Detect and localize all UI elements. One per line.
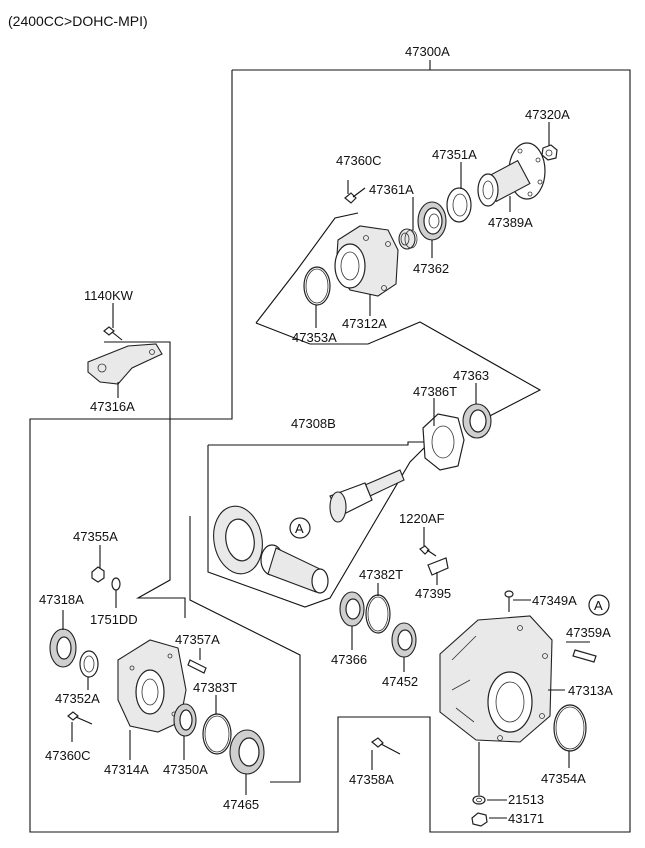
label-47357A: 47357A xyxy=(175,632,220,647)
label-47318A: 47318A xyxy=(39,592,84,607)
bearing-47465-icon xyxy=(229,729,265,775)
nut-47355A-icon xyxy=(91,566,105,583)
label-1751DD: 1751DD xyxy=(90,612,138,627)
seal-47363-icon xyxy=(462,403,492,439)
ring-1751DD-icon xyxy=(111,577,121,591)
label-47314A: 47314A xyxy=(104,762,149,777)
label-47312A: 47312A xyxy=(342,316,387,331)
label-47350A: 47350A xyxy=(163,762,208,777)
label-ref-a-2: A xyxy=(594,598,603,613)
pin-47359A-icon xyxy=(572,649,597,663)
bolt-1220AF-icon xyxy=(419,545,437,557)
nut-47320A-icon xyxy=(541,144,558,161)
label-21513: 21513 xyxy=(508,792,544,807)
output-shaft-icon xyxy=(260,544,329,594)
engine-spec-heading: (2400CC>DOHC-MPI) xyxy=(8,13,148,29)
label-47361A: 47361A xyxy=(369,182,414,197)
vent-47349A-icon xyxy=(504,590,514,612)
label-47382T: 47382T xyxy=(359,567,403,582)
o-ring-47352A-icon xyxy=(79,650,99,678)
label-47353A: 47353A xyxy=(292,330,337,345)
ring-gear-icon xyxy=(213,505,263,575)
label-47389A: 47389A xyxy=(488,215,533,230)
label-47359A: 47359A xyxy=(566,625,611,640)
label-47465: 47465 xyxy=(223,797,259,812)
label-47386T: 47386T xyxy=(413,384,457,399)
label-47300A: 47300A xyxy=(405,44,450,59)
bracket-47316A-icon xyxy=(87,343,163,385)
label-47395: 47395 xyxy=(415,586,451,601)
washer-21513-icon xyxy=(472,795,486,805)
part-labels: 47300A 47320A 47360C 47351A 47361A 47389… xyxy=(39,44,613,826)
label-1220AF: 1220AF xyxy=(399,511,445,526)
bearing-47366-icon xyxy=(339,591,365,627)
reference-circle-a-1 xyxy=(289,517,311,539)
reference-circle-a-2 xyxy=(588,594,610,616)
label-47352A: 47352A xyxy=(55,691,100,706)
label-47366: 47366 xyxy=(331,652,367,667)
label-47354A: 47354A xyxy=(541,771,586,786)
label-ref-a-1: A xyxy=(295,521,304,536)
label-47349A: 47349A xyxy=(532,593,577,608)
plate-47395-icon xyxy=(427,557,449,576)
label-47360C-top: 47360C xyxy=(336,153,382,168)
flange-47389A-icon xyxy=(477,142,546,207)
bolt-47358A-icon xyxy=(370,737,401,755)
label-47316A: 47316A xyxy=(90,399,135,414)
seal-47318A-icon xyxy=(49,628,77,668)
o-ring-47354A-icon xyxy=(553,704,587,752)
label-47355A: 47355A xyxy=(73,529,118,544)
label-47383T: 47383T xyxy=(193,680,237,695)
label-47362: 47362 xyxy=(413,261,449,276)
bearing-47452-icon xyxy=(391,622,417,658)
seal-47350A-icon xyxy=(173,703,197,737)
cover-47314A-icon xyxy=(117,639,187,733)
label-47313A: 47313A xyxy=(568,683,613,698)
seal-47351A-icon xyxy=(446,187,472,223)
bolt-1140KW-icon xyxy=(103,326,123,341)
bolt-47360C-top-icon xyxy=(344,180,366,204)
label-47320A: 47320A xyxy=(525,107,570,122)
gasket-47386T-icon xyxy=(422,413,465,471)
label-47358A: 47358A xyxy=(349,772,394,787)
label-47363: 47363 xyxy=(453,368,489,383)
housing-47313A-icon xyxy=(439,615,553,743)
bearing-47362-icon xyxy=(417,201,447,241)
leader-lines xyxy=(62,122,590,819)
label-43171: 43171 xyxy=(508,811,544,826)
plug-43171-icon xyxy=(471,812,488,827)
bolt-47360C-bottom-icon xyxy=(67,711,93,725)
assembly-outline xyxy=(29,60,631,833)
o-ring-47382T-icon xyxy=(365,594,391,634)
label-47360C-bottom: 47360C xyxy=(45,748,91,763)
label-1140KW: 1140KW xyxy=(84,288,134,303)
pin-47357A-icon xyxy=(187,659,207,674)
o-ring-47383T-icon xyxy=(202,713,232,755)
o-ring-47353A-icon xyxy=(303,266,331,306)
pinion-shaft-47308B-icon xyxy=(329,469,405,523)
label-47351A: 47351A xyxy=(432,147,477,162)
label-47452: 47452 xyxy=(382,674,418,689)
case-47312A-icon xyxy=(334,225,399,297)
label-47308B: 47308B xyxy=(291,416,336,431)
spacer-47361A-icon xyxy=(398,228,418,250)
